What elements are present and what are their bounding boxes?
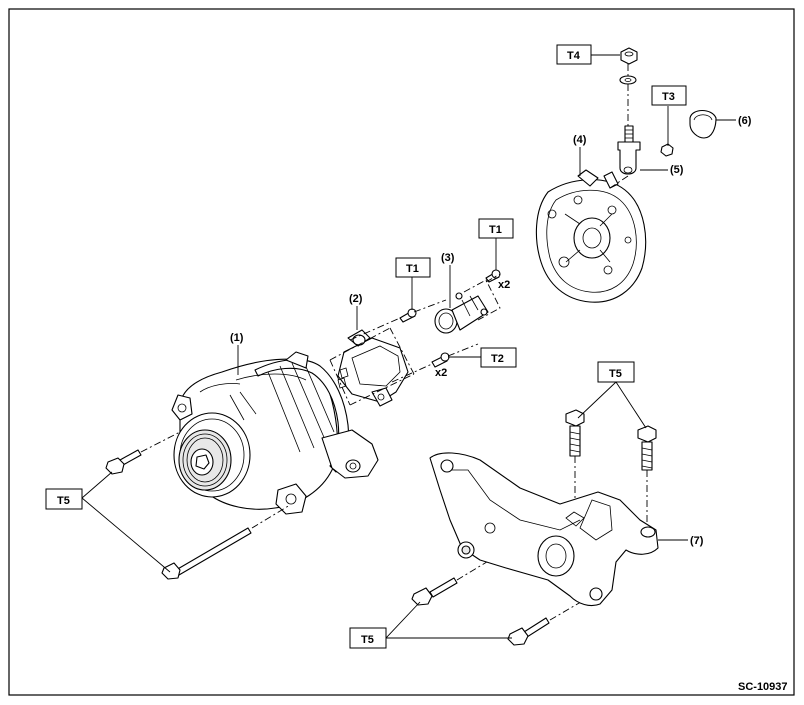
- torque-t5-bracket-bottom: T5: [361, 634, 374, 646]
- alternator: [171, 351, 379, 515]
- torque-t2: T2: [491, 353, 504, 365]
- callout-4: (4): [573, 134, 587, 146]
- bracket: [429, 452, 659, 607]
- callout-7: (7): [690, 535, 704, 547]
- bolt-t5-bracket-top-left: [565, 409, 585, 457]
- callout-1: (1): [230, 332, 244, 344]
- bolt-t5-bracket-bottom-left: [411, 577, 458, 606]
- terminal: [617, 141, 641, 175]
- screw-t1-regulator: [399, 308, 417, 323]
- terminal-stud: [624, 125, 634, 143]
- torque-t1-regulator: T1: [406, 263, 419, 275]
- callout-3: (3): [441, 252, 455, 264]
- bolt-t5-alternator-long: [161, 527, 252, 580]
- quantity-brush-holder-screws: x2: [498, 279, 510, 291]
- rear-cover: [535, 169, 647, 303]
- washer: [619, 75, 637, 85]
- callout-6: (6): [738, 115, 752, 127]
- bolt-t5-bracket-bottom-right: [507, 617, 550, 646]
- bolt-t5-bracket-top-right: [637, 425, 657, 471]
- torque-t5-alternator: T5: [57, 495, 70, 507]
- callout-2: (2): [349, 293, 363, 305]
- figure-code: SC-10937: [738, 681, 788, 693]
- callout-5: (5): [670, 164, 684, 176]
- torque-t4: T4: [567, 50, 581, 62]
- clip: [689, 109, 717, 139]
- brush-holder: [434, 279, 501, 334]
- bolt-t5-alternator-short: [105, 449, 142, 475]
- torque-t5-bracket-top: T5: [609, 368, 622, 380]
- screw-t2: [431, 352, 450, 368]
- regulator: [329, 327, 415, 407]
- nut-t3: [660, 143, 674, 157]
- quantity-t2-screws: x2: [435, 367, 447, 379]
- torque-t1-brush-holder: T1: [489, 224, 502, 236]
- nut-t4: [620, 47, 638, 65]
- torque-t3: T3: [662, 91, 675, 103]
- diagram-border: [8, 8, 795, 696]
- leader-lines: [81, 54, 736, 639]
